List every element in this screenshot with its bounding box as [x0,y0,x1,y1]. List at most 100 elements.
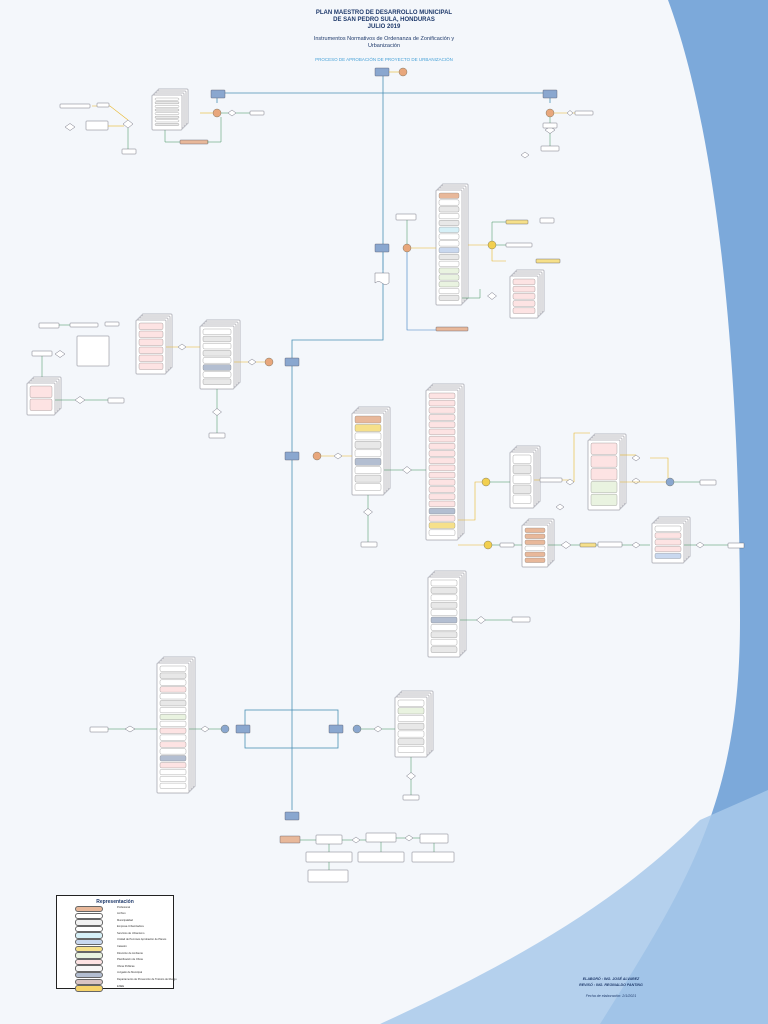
requirement-item [524,557,546,563]
connector-line [650,457,669,478]
requirement-item [159,755,187,762]
document-shape [374,272,390,285]
legend-item: Unidad de Permisos Aprobación de Planos [57,938,173,946]
subprocess-frame [244,709,339,749]
requirement-item [159,727,187,734]
process-box [121,148,137,155]
requirement-item [590,494,618,506]
process-box [395,213,417,221]
legend-title: Representación [96,899,134,905]
requirement-item [159,665,187,672]
legend-item: Juzgado de Municipal [57,971,173,979]
requirement-item [438,213,460,219]
requirement-item [438,226,460,233]
decision-diamond [227,109,237,117]
legend-swatch [75,985,103,992]
department-box [328,724,344,734]
requirement-item [154,115,180,119]
requirement-item [354,458,382,466]
requirement-item [430,616,458,624]
process-box [357,851,405,863]
requirement-item [428,508,456,515]
legend-label: Juzgado de Municipal [117,971,143,975]
credit-reviso: REVISÓ : ING. REGINALDO PANTING [579,983,643,987]
requirement-item [524,527,546,533]
decision-diamond [631,541,641,549]
legend-swatch [75,925,103,933]
decision-diamond [124,725,136,733]
requirement-item [428,457,456,464]
requirement-item [430,609,458,616]
requirement-item [354,466,382,474]
process-box [59,103,91,109]
legend-item: Servicios de Urbanismo [57,931,173,939]
requirement-item [354,415,382,424]
requirement-item [428,472,456,479]
decision-diamond [695,541,705,549]
legend-swatch [75,906,103,913]
legend-swatch [75,965,103,972]
requirement-item [512,454,532,464]
requirement-item [397,730,425,738]
decision-diamond [566,110,574,116]
legend-item: Dirección de Ambiente [57,951,173,959]
requirement-item [428,443,456,450]
legend-label: Servicios de Urbanismo [117,931,145,935]
requirement-item [354,432,382,441]
decision-diamond [544,126,556,134]
department-box [374,243,390,253]
requirement-item [354,449,382,457]
process-box [104,321,120,327]
requirement-item [397,722,425,730]
requirement-item [138,346,164,354]
requirement-item [428,464,456,471]
process-box [85,120,109,131]
profesional-box [279,835,301,844]
requirement-item [512,300,536,307]
process-box [505,242,533,248]
legend-item: Empresa Urbanizadora [57,925,173,933]
decision-diamond [64,123,76,131]
requirement-item [438,192,460,199]
connector-line [164,130,180,143]
process-box [76,335,110,367]
connector-line [462,289,481,299]
legend-item: Planificación de Obras [57,958,173,966]
requirement-item [524,551,546,557]
requirement-item [159,679,187,686]
decision-diamond [406,772,416,780]
process-box [579,542,597,548]
legend-label: ENEE [117,984,125,988]
requirement-item [428,421,456,428]
requirement-item [512,474,532,484]
legend-swatch [75,912,103,919]
process-box [402,794,420,801]
requirement-item [159,741,187,748]
process-box [89,726,109,733]
profesional-box [179,139,209,145]
legend-label: Dirección de Ambiente [117,951,143,955]
legend-swatch [75,919,103,926]
requirement-item [438,220,460,226]
process-box [96,102,110,108]
decision-diamond [200,725,210,733]
requirement-item [430,646,458,653]
process-box [360,541,378,548]
process-box [499,542,515,548]
process-node [665,477,675,487]
requirement-item [138,330,164,338]
requirement-item [438,281,460,288]
requirement-item [154,112,180,115]
process-box [542,122,558,129]
requirement-item [29,385,53,398]
requirement-item [428,500,456,507]
credit-date: Fecha de elaboración: 2/1/2021 [585,994,637,998]
decision-diamond [402,466,412,474]
requirement-item [202,335,232,342]
legend-swatch [75,952,103,959]
requirement-item [590,468,618,481]
requirement-item [159,748,187,755]
connector-line [207,117,222,143]
decision-diamond [247,358,257,366]
